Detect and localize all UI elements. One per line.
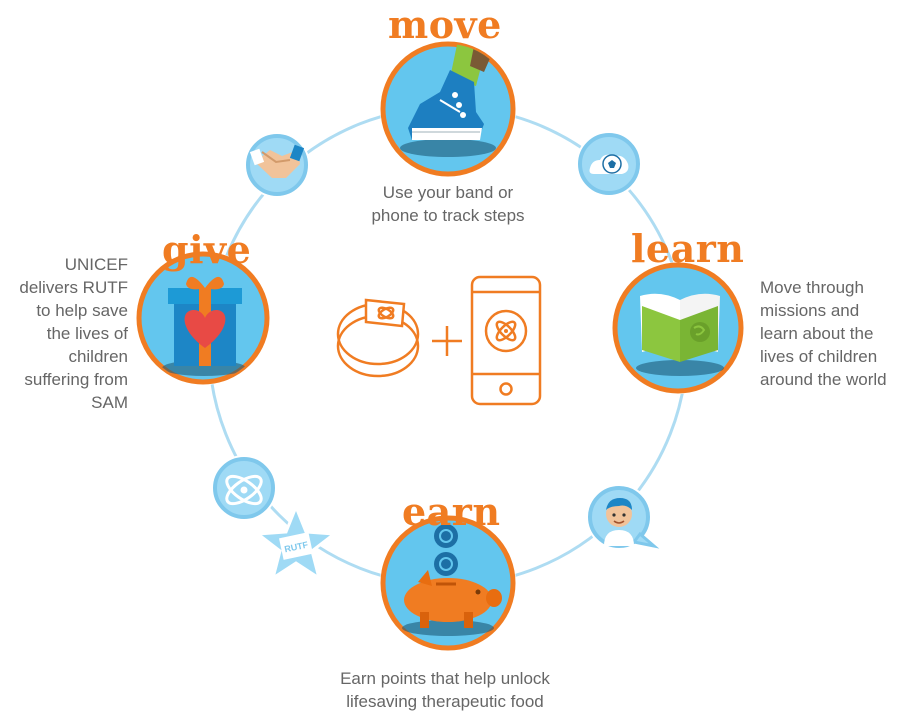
rutf-star-badge: RUTF	[253, 502, 339, 582]
earn-title: earn	[402, 489, 501, 534]
learn-title: learn	[631, 226, 745, 271]
fitness-band-icon	[336, 298, 420, 378]
rutf-star-badge-icon: RUTF	[279, 532, 313, 560]
move-node	[380, 41, 516, 177]
open-book-globe-icon	[636, 293, 724, 376]
handshake-node	[244, 132, 310, 198]
earn-node	[380, 515, 516, 651]
earn-description: Earn points that help unlock lifesaving …	[340, 669, 550, 711]
soccer-node	[576, 131, 642, 197]
piggy-bank-icon	[402, 524, 502, 636]
atom-node	[211, 455, 277, 521]
learn-node	[612, 262, 744, 394]
give-description: UNICEF delivers RUTF to help save the li…	[19, 255, 128, 412]
rutf-badge-label: RUTF	[283, 539, 309, 554]
give-node	[136, 251, 270, 385]
handshake-icon	[249, 144, 305, 178]
learn-description: Move through missions and learn about th…	[760, 278, 887, 389]
plus-icon	[432, 326, 462, 356]
soccer-ball-icon	[589, 154, 629, 174]
atom-icon	[225, 474, 263, 506]
give-title: give	[162, 227, 252, 272]
avatar-node	[586, 484, 660, 550]
gift-heart-icon	[162, 276, 246, 376]
move-title: move	[388, 2, 502, 47]
child-avatar-icon	[604, 498, 634, 546]
move-description: Use your band or phone to track steps	[371, 183, 525, 225]
smartphone-icon	[470, 275, 542, 406]
